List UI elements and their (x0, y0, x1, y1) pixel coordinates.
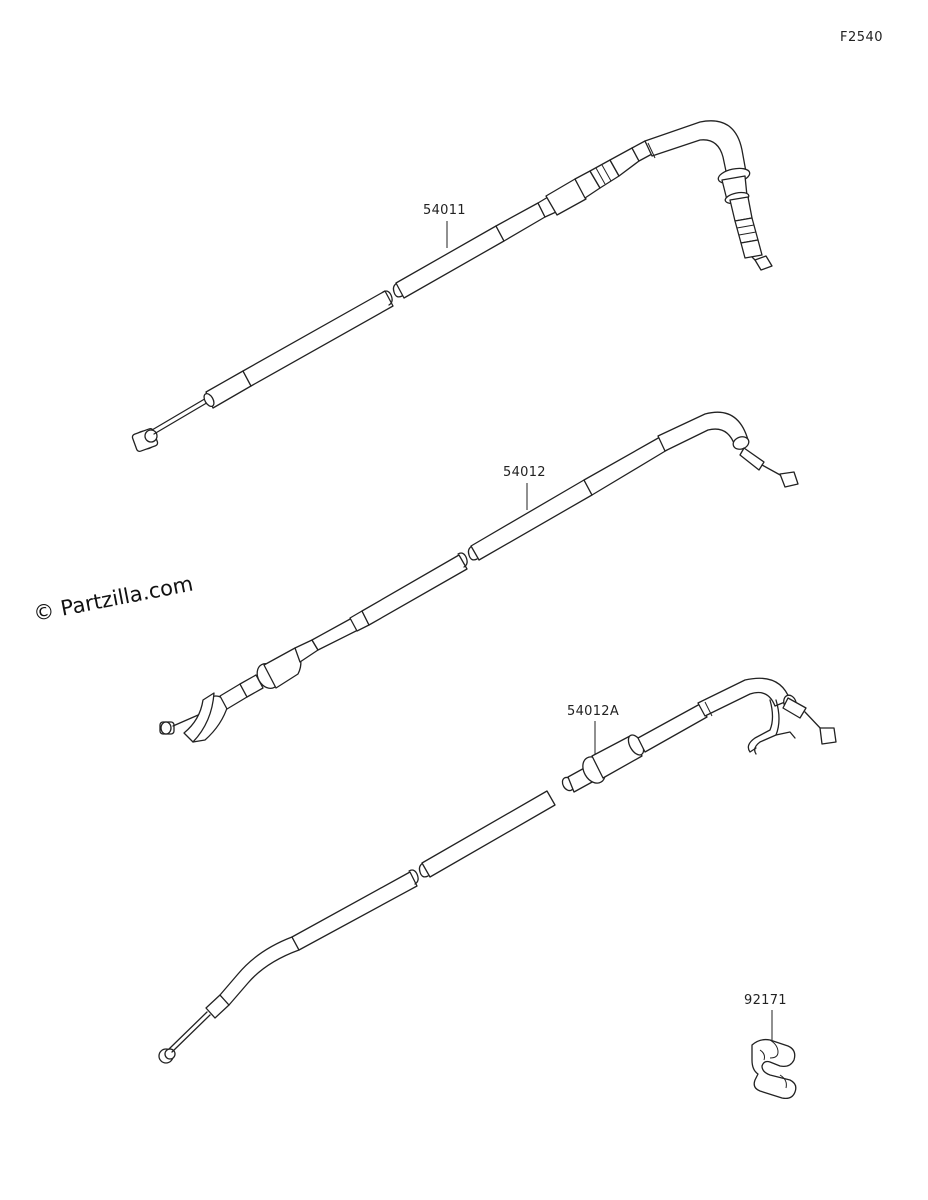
bent-housing (697, 677, 837, 755)
inner-wire (171, 1014, 211, 1053)
outer-sheath-lower (203, 290, 394, 409)
cable-54012a[interactable] (158, 677, 837, 1064)
part-label-92171[interactable]: 92171 (744, 993, 787, 1008)
outer-sheath-upper (470, 436, 668, 561)
diagram-code: F2540 (840, 30, 884, 45)
bent-housing (657, 411, 799, 488)
cable-end-barrel (131, 427, 159, 453)
cable-end-barrel (159, 721, 175, 735)
cable-end-fitting (219, 639, 319, 710)
inner-wire (153, 400, 211, 435)
clamp-92171[interactable] (751, 1010, 797, 1100)
clamp (751, 1038, 797, 1100)
part-label-54012[interactable]: 54012 (503, 465, 546, 480)
bent-housing (644, 120, 747, 177)
cable-fitting (717, 167, 773, 271)
outer-sheath-lower (311, 554, 468, 651)
outer-sheath-lower (205, 871, 418, 1019)
outer-sheath-upper (421, 790, 556, 878)
cable-54012[interactable] (159, 411, 799, 743)
cable-adjuster (561, 703, 708, 793)
outer-sheath-upper (395, 202, 546, 299)
cable-adjuster (537, 140, 653, 218)
cable-54011[interactable] (131, 120, 773, 453)
part-label-54012a[interactable]: 54012A (567, 704, 620, 719)
part-label-54011[interactable]: 54011 (423, 203, 466, 218)
fork-bracket (183, 692, 229, 743)
